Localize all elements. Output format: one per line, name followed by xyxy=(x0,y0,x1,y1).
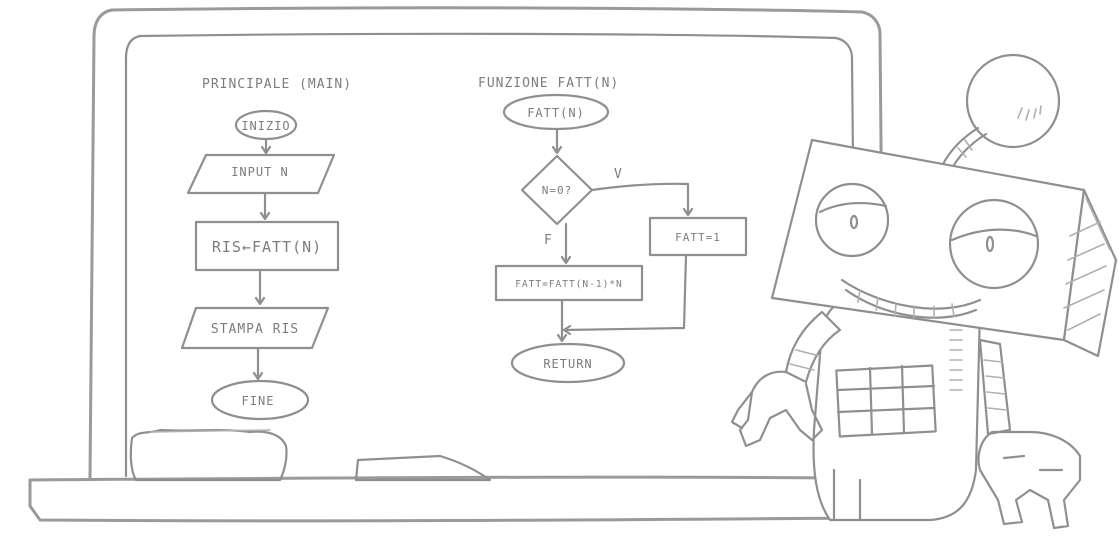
robot-mouth xyxy=(840,278,982,310)
function-title: FUNZIONE FATT(N) xyxy=(478,76,619,91)
main-process-box xyxy=(194,220,340,272)
main-title: PRINCIPALE (MAIN) xyxy=(202,77,352,92)
robot-left-hand xyxy=(738,370,824,448)
false-branch-label: F xyxy=(544,233,553,248)
main-process-label: RIS←FATT(N) xyxy=(212,238,322,256)
main-flowchart: INIZIO INPUT N RIS←FATT(N) STAMPA RIS FI… xyxy=(180,109,340,421)
function-true-label: FATT=1 xyxy=(675,231,721,244)
robot-chest-panel xyxy=(835,364,937,438)
arrow-true-merge xyxy=(562,253,688,332)
robot-left-arm xyxy=(784,310,842,384)
main-end-terminal xyxy=(210,379,310,421)
function-false-label: FATT=FATT(N-1)*N xyxy=(515,279,623,290)
function-decision-diamond xyxy=(520,154,594,226)
main-end-label: FINE xyxy=(242,394,275,408)
robot-right-hand xyxy=(977,430,1082,530)
robot-antenna-ball xyxy=(965,53,1061,149)
function-false-box xyxy=(494,264,644,302)
function-start-label: FATT(N) xyxy=(527,106,585,120)
robot-right-arm xyxy=(978,338,1012,436)
main-output-parallelogram xyxy=(180,306,330,350)
function-end-terminal xyxy=(510,342,626,384)
main-output-label: STAMPA RIS xyxy=(211,322,299,337)
robot-character xyxy=(730,53,1118,530)
main-input-label: INPUT N xyxy=(231,165,289,179)
function-true-box xyxy=(648,216,748,257)
main-input-parallelogram xyxy=(186,153,336,195)
arrow-decision-true xyxy=(590,182,690,216)
true-branch-label: V xyxy=(614,167,623,182)
function-decision-label: N=0? xyxy=(542,184,573,197)
whiteboard-frame xyxy=(28,6,886,523)
function-end-label: RETURN xyxy=(543,357,592,371)
function-flowchart: FATT(N) N=0? V FATT=1 F FATT=FATT(N-1)*N… xyxy=(494,93,748,384)
main-start-label: INIZIO xyxy=(241,119,290,133)
